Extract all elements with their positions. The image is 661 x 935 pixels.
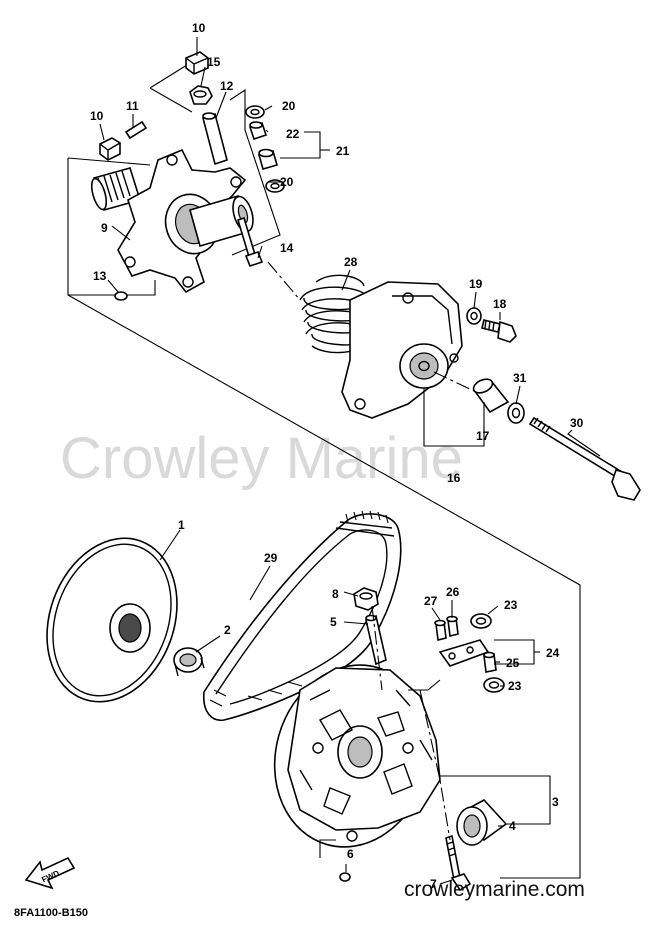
callout-2: 2 bbox=[224, 623, 231, 637]
clip-10-left bbox=[99, 137, 121, 161]
washer-19 bbox=[466, 307, 482, 325]
callout-11: 11 bbox=[126, 99, 139, 113]
callout-20-top: 20 bbox=[282, 99, 296, 113]
callout-20-bottom: 20 bbox=[280, 175, 294, 189]
leader-lines bbox=[99, 37, 601, 885]
callout-4: 4 bbox=[509, 819, 516, 833]
bearing-4 bbox=[456, 798, 508, 846]
callout-25: 25 bbox=[506, 656, 520, 670]
washer-20-bottom bbox=[265, 179, 285, 193]
callout-16: 16 bbox=[447, 471, 461, 485]
callout-21: 21 bbox=[336, 144, 350, 158]
callout-31: 31 bbox=[513, 371, 527, 385]
bushing-17 bbox=[472, 378, 510, 414]
callout-8: 8 bbox=[332, 587, 339, 601]
cover-16 bbox=[341, 281, 463, 419]
bolt-30 bbox=[528, 416, 641, 501]
callout-28: 28 bbox=[344, 255, 358, 269]
roller-6 bbox=[339, 872, 351, 882]
callout-10-left: 10 bbox=[90, 109, 104, 123]
fwd-arrow-icon: FWD bbox=[24, 856, 76, 890]
bolt-14 bbox=[237, 216, 264, 267]
callout-7: 7 bbox=[430, 877, 437, 891]
washer-20-top bbox=[245, 105, 265, 119]
pin-11 bbox=[124, 120, 148, 140]
callout-1: 1 bbox=[178, 518, 185, 532]
callout-22: 22 bbox=[286, 127, 300, 141]
callout-26: 26 bbox=[446, 585, 460, 599]
screw-26 bbox=[446, 615, 459, 637]
callout-13: 13 bbox=[93, 269, 107, 283]
callout-15: 15 bbox=[207, 55, 221, 69]
callout-10: 10 bbox=[192, 21, 206, 35]
callout-14: 14 bbox=[280, 241, 294, 255]
spider-hub-9 bbox=[90, 148, 254, 294]
diagram-code: 8FA1100-B150 bbox=[14, 907, 88, 919]
washer-31 bbox=[507, 402, 525, 424]
bushing-22-b bbox=[258, 148, 278, 170]
roller-13 bbox=[114, 291, 128, 301]
callout-6: 6 bbox=[347, 847, 354, 861]
nut-15 bbox=[189, 85, 213, 105]
movable-sheave-3 bbox=[273, 664, 441, 848]
bushing-2 bbox=[173, 647, 205, 677]
callout-29: 29 bbox=[264, 551, 278, 565]
upper-group-frame bbox=[67, 59, 581, 879]
callout-19: 19 bbox=[469, 277, 483, 291]
callout-23-bottom: 23 bbox=[508, 679, 522, 693]
site-url: crowleymarine.com bbox=[404, 878, 585, 901]
callout-3: 3 bbox=[552, 795, 559, 809]
nut-8 bbox=[353, 587, 379, 611]
center-lines bbox=[267, 261, 477, 841]
callout-23-top: 23 bbox=[504, 598, 518, 612]
callout-9: 9 bbox=[101, 221, 108, 235]
callout-27: 27 bbox=[424, 594, 438, 608]
weight-24 bbox=[438, 639, 490, 667]
bolt-7 bbox=[445, 834, 472, 892]
v-belt-29 bbox=[202, 510, 402, 721]
callout-labels: 10 15 12 11 10 20 22 21 20 9 14 28 13 19… bbox=[90, 21, 584, 891]
callout-5: 5 bbox=[330, 615, 337, 629]
callout-12: 12 bbox=[220, 79, 234, 93]
washer-23-bottom bbox=[483, 677, 505, 693]
bushing-25 bbox=[483, 651, 497, 673]
callout-17: 17 bbox=[476, 429, 490, 443]
clip-10-top bbox=[185, 51, 209, 75]
fixed-sheave-1 bbox=[46, 537, 178, 703]
bushing-22-a bbox=[248, 121, 268, 141]
callout-24: 24 bbox=[546, 646, 560, 660]
bolt-18 bbox=[481, 319, 517, 343]
callout-18: 18 bbox=[493, 297, 507, 311]
sleeve-12 bbox=[202, 112, 228, 166]
callout-30: 30 bbox=[570, 416, 584, 430]
washer-23-top bbox=[470, 613, 492, 629]
screw-27 bbox=[434, 619, 447, 641]
watermark: Crowley Marine bbox=[60, 426, 463, 491]
